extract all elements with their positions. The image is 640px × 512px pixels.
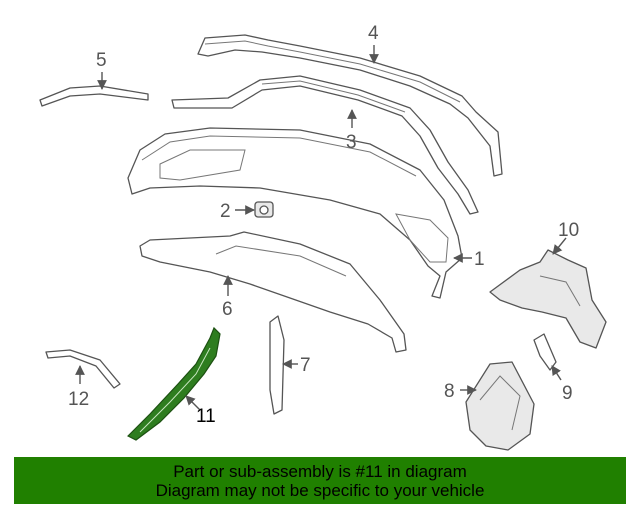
leader-11 [185,395,201,411]
part-8-lower-bracket[interactable] [465,361,535,451]
parts-diagram: 1 2 3 4 5 6 7 8 9 10 11 12 [39,23,607,451]
part-4-upper-trim[interactable] [197,34,503,177]
info-banner: Part or sub-assembly is #11 in diagram D… [14,457,626,504]
callout-5[interactable]: 5 [96,50,107,71]
part-6-lower-valance[interactable] [139,231,407,353]
banner-line-1: Part or sub-assembly is #11 in diagram [173,461,467,481]
callout-7[interactable]: 7 [300,355,311,376]
part-10-side-bracket[interactable] [489,249,607,349]
callout-1[interactable]: 1 [474,249,485,270]
part-7-bracket[interactable] [269,315,285,415]
callout-12[interactable]: 12 [68,389,89,410]
banner-line-2: Diagram may not be specific to your vehi… [155,480,485,500]
callout-8[interactable]: 8 [444,381,455,402]
callout-10[interactable]: 10 [558,220,579,241]
part-9-small-bracket[interactable] [533,333,557,371]
leader-9 [551,365,562,381]
callout-2[interactable]: 2 [220,201,231,222]
callout-3[interactable]: 3 [346,132,357,153]
callout-4[interactable]: 4 [368,23,379,44]
part-12-lower-trim[interactable] [45,349,121,389]
callout-9[interactable]: 9 [562,383,573,404]
part-5-side-strip[interactable] [39,85,149,107]
part-2-clip[interactable] [254,201,274,218]
part-3-middle-trim[interactable] [171,75,479,215]
callout-6[interactable]: 6 [222,299,233,320]
part-11-highlighted-strip[interactable] [126,326,221,441]
part-1-bumper-cover[interactable] [127,127,463,299]
callout-11[interactable]: 11 [196,406,216,427]
leader-10 [552,237,567,255]
